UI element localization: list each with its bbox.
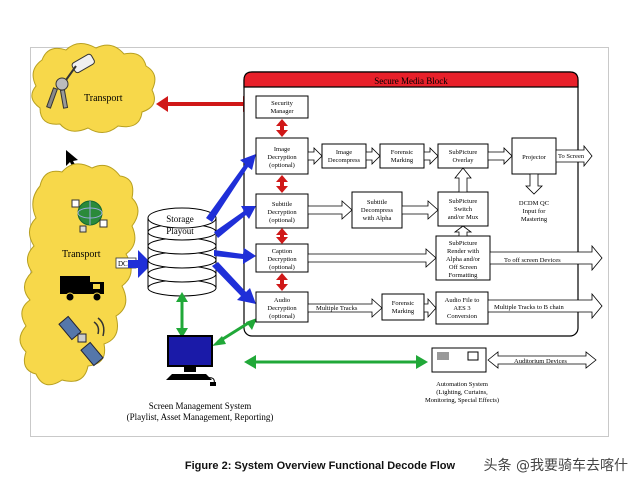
transport-bottom-label: Transport	[62, 249, 101, 260]
dcdm-qc-1: DCDM QC	[519, 200, 549, 207]
forensic-marking-box-1: Forensic Marking	[379, 143, 425, 169]
multiple-tracks-label: Multiple Tracks	[316, 305, 358, 312]
svg-text:Image: Image	[336, 149, 352, 156]
svg-text:Switch: Switch	[454, 206, 473, 213]
transport-top-label: Transport	[84, 93, 123, 104]
svg-text:Caption: Caption	[272, 248, 293, 255]
svg-text:Image: Image	[274, 146, 290, 153]
svg-text:SubPicture: SubPicture	[449, 240, 478, 247]
svg-text:(optional): (optional)	[269, 264, 295, 271]
automation-device-icon	[431, 347, 487, 373]
svg-text:Subtitle: Subtitle	[272, 201, 292, 208]
figure-caption: Figure 2: System Overview Functional Dec…	[184, 460, 456, 472]
svg-text:Marking: Marking	[391, 157, 414, 164]
screen-mgmt-subtitle: (Playlist, Asset Management, Reporting)	[127, 412, 274, 422]
transport-cloud-bottom: Transport	[19, 163, 139, 386]
svg-text:Decryption: Decryption	[267, 256, 297, 263]
svg-text:Subtitle: Subtitle	[367, 199, 387, 206]
storage-blue-arrows	[206, 154, 256, 304]
svg-text:Overlay: Overlay	[453, 157, 475, 164]
svg-text:Decryption: Decryption	[267, 209, 297, 216]
svg-text:(optional): (optional)	[269, 313, 295, 320]
svg-text:Audio: Audio	[274, 297, 290, 304]
subpicture-render-box: SubPicture Render with Alpha and/or Off …	[435, 235, 491, 281]
satellite-icon	[58, 315, 105, 367]
image-decompress-box: Image Decompress	[321, 143, 367, 169]
svg-text:Decompress: Decompress	[361, 207, 394, 214]
subpicture-overlay-box: SubPicture Overlay	[437, 143, 489, 169]
audio-decryption-box: Audio Decryption (optional)	[255, 291, 309, 323]
svg-text:Forensic: Forensic	[392, 300, 415, 307]
secure-media-block: Secure Media Block	[243, 71, 579, 337]
svg-text:Audio File to: Audio File to	[445, 297, 480, 304]
automation-line-2: (Lighting, Curtains,	[436, 389, 488, 396]
dcdm-qc-2: Input for	[523, 208, 547, 215]
svg-text:SubPicture: SubPicture	[449, 149, 478, 156]
satellite-globe-icon	[71, 199, 108, 233]
red-vertical-arrows	[276, 119, 288, 291]
storage-label-1: Storage	[166, 214, 194, 224]
screen-mgmt-title: Screen Management System	[149, 401, 251, 411]
keys-icon	[46, 53, 95, 109]
security-manager-box: Security Manager	[255, 95, 309, 119]
subtitle-decryption-box: Subtitle Decryption (optional)	[255, 193, 309, 229]
caption-decryption-box: Caption Decryption (optional)	[255, 243, 309, 273]
automation-title: Automation System	[436, 381, 488, 388]
svg-text:Projector: Projector	[522, 154, 547, 161]
watermark: 头条 @我要骑车去喀什	[483, 458, 628, 474]
green-arrows	[176, 292, 428, 369]
svg-text:Off Screen: Off Screen	[449, 264, 478, 271]
storage-label-2: Playout	[166, 226, 194, 236]
transport-cloud-top: Transport	[31, 43, 156, 133]
flow-arrows	[307, 144, 603, 369]
multiple-tracks-b-label: Multiple Tracks to B chain	[494, 304, 564, 311]
off-screen-label: To off screen Devices	[504, 257, 561, 264]
svg-text:Decryption: Decryption	[267, 305, 297, 312]
forensic-marking-box-2: Forensic Marking	[381, 293, 425, 321]
subpicture-switch-box: SubPicture Switch and/or Mux	[437, 191, 489, 227]
svg-text:with Alpha: with Alpha	[363, 215, 392, 222]
transport-security-arrow	[156, 96, 255, 112]
image-decryption-box: Image Decryption (optional)	[255, 137, 309, 175]
svg-text:Forensic: Forensic	[391, 149, 414, 156]
svg-text:Manager: Manager	[270, 108, 294, 115]
svg-text:Render with: Render with	[447, 248, 480, 255]
svg-text:Marking: Marking	[392, 308, 415, 315]
to-screen-label: To Screen	[558, 153, 585, 160]
svg-text:Security: Security	[271, 100, 293, 107]
dcp-label: DCP	[118, 260, 132, 268]
svg-text:(optional): (optional)	[269, 217, 295, 224]
svg-text:Decompress: Decompress	[328, 157, 361, 164]
svg-text:Alpha and/or: Alpha and/or	[446, 256, 481, 263]
svg-text:and/or Mux: and/or Mux	[448, 214, 479, 221]
svg-text:SubPicture: SubPicture	[449, 198, 478, 205]
projector-box: Projector	[511, 137, 557, 175]
subtitle-decompress-box: Subtitle Decompress with Alpha	[351, 191, 403, 229]
svg-text:Formatting: Formatting	[449, 272, 479, 279]
block-title: Secure Media Block	[374, 76, 448, 86]
computer-icon	[166, 335, 216, 386]
svg-text:(optional): (optional)	[269, 162, 295, 169]
svg-text:Decryption: Decryption	[267, 154, 297, 161]
svg-text:AES 3: AES 3	[453, 305, 470, 312]
svg-text:Conversion: Conversion	[447, 313, 478, 320]
truck-icon	[60, 276, 104, 302]
dcp-arrow	[128, 250, 152, 278]
auditorium-label: Auditorium Devices	[514, 358, 567, 365]
dcdm-qc-3: Mastering	[521, 216, 548, 223]
automation-line-3: Monitoring, Special Effects)	[425, 397, 499, 404]
audio-file-conversion-box: Audio File to AES 3 Conversion	[435, 291, 489, 325]
storage-playout: Storage Playout	[147, 207, 217, 297]
